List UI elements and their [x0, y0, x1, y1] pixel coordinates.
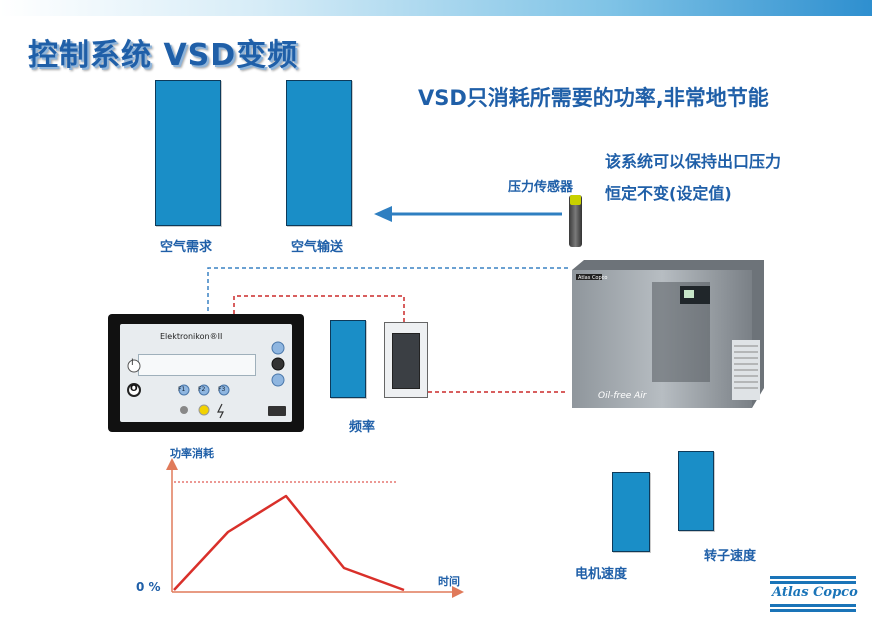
- zero-percent-label: 0 %: [136, 580, 161, 594]
- stop-button-label: O: [130, 384, 138, 394]
- motor-speed-bar: [612, 472, 650, 552]
- warning-icon: [198, 404, 210, 416]
- rotor-speed-bar: [678, 451, 714, 531]
- controller-buttons: [127, 341, 285, 419]
- up-arrow-icon: [271, 341, 285, 355]
- blue-dashed-signal-line: [207, 267, 568, 314]
- page-title: 控制系统 VSD变频: [28, 38, 299, 73]
- power-indicator-icon: [180, 406, 188, 414]
- note-line-1: 该系统可以保持出口压力: [605, 152, 782, 171]
- lightning-icon: [217, 403, 224, 419]
- logo-text: Atlas Copco: [772, 585, 858, 600]
- controller-logo-icon: [268, 406, 286, 416]
- air-delivery-bar: [286, 80, 352, 226]
- controller-panel: Elektronikon®II I O F1 F2 F3: [120, 324, 292, 422]
- f3-button: [218, 384, 230, 396]
- power-consumption-label: 功率消耗: [170, 447, 214, 460]
- f1-label: F1: [178, 386, 186, 393]
- compressor-brand-text: Atlas Copco: [578, 275, 607, 281]
- start-button: [127, 359, 141, 373]
- air-demand-label: 空气需求: [160, 240, 213, 255]
- start-button-label: I: [131, 358, 134, 368]
- enter-icon: [271, 357, 285, 371]
- compressor-model-text: Oil-free Air: [598, 391, 648, 401]
- subtitle: VSD只消耗所需要的功率,非常地节能: [418, 86, 769, 110]
- frequency-bar: [330, 320, 366, 398]
- air-demand-bar: [155, 80, 221, 226]
- vsd-cabinet-icon: [384, 322, 428, 398]
- f2-label: F2: [198, 386, 206, 393]
- top-gradient-bar: [0, 0, 872, 16]
- air-delivery-label: 空气输送: [291, 240, 344, 255]
- power-consumption-curve: [173, 494, 405, 592]
- stop-button: [127, 383, 141, 397]
- red-dashed-signal-line: [233, 295, 405, 322]
- controller-brand: Elektronikon®II: [160, 332, 223, 341]
- time-axis-label: 时间: [438, 575, 460, 588]
- f1-button: [178, 384, 190, 396]
- note-line-2: 恒定不变(设定值): [605, 184, 732, 203]
- down-arrow-icon: [271, 373, 285, 387]
- motor-speed-label: 电机速度: [575, 567, 628, 582]
- elektronikon-controller: Elektronikon®II I O F1 F2 F3: [108, 314, 304, 432]
- f3-label: F3: [218, 386, 226, 393]
- pressure-sensor-icon: [569, 195, 582, 247]
- atlas-copco-logo: Atlas Copco: [770, 576, 858, 612]
- sensor-arrow-head: [374, 206, 392, 222]
- rotor-speed-label: 转子速度: [704, 549, 757, 564]
- frequency-label: 频率: [349, 420, 376, 435]
- f2-button: [198, 384, 210, 396]
- pressure-sensor-label: 压力传感器: [508, 180, 574, 195]
- compressor-unit-icon: Atlas Copco Oil-free Air: [572, 260, 764, 408]
